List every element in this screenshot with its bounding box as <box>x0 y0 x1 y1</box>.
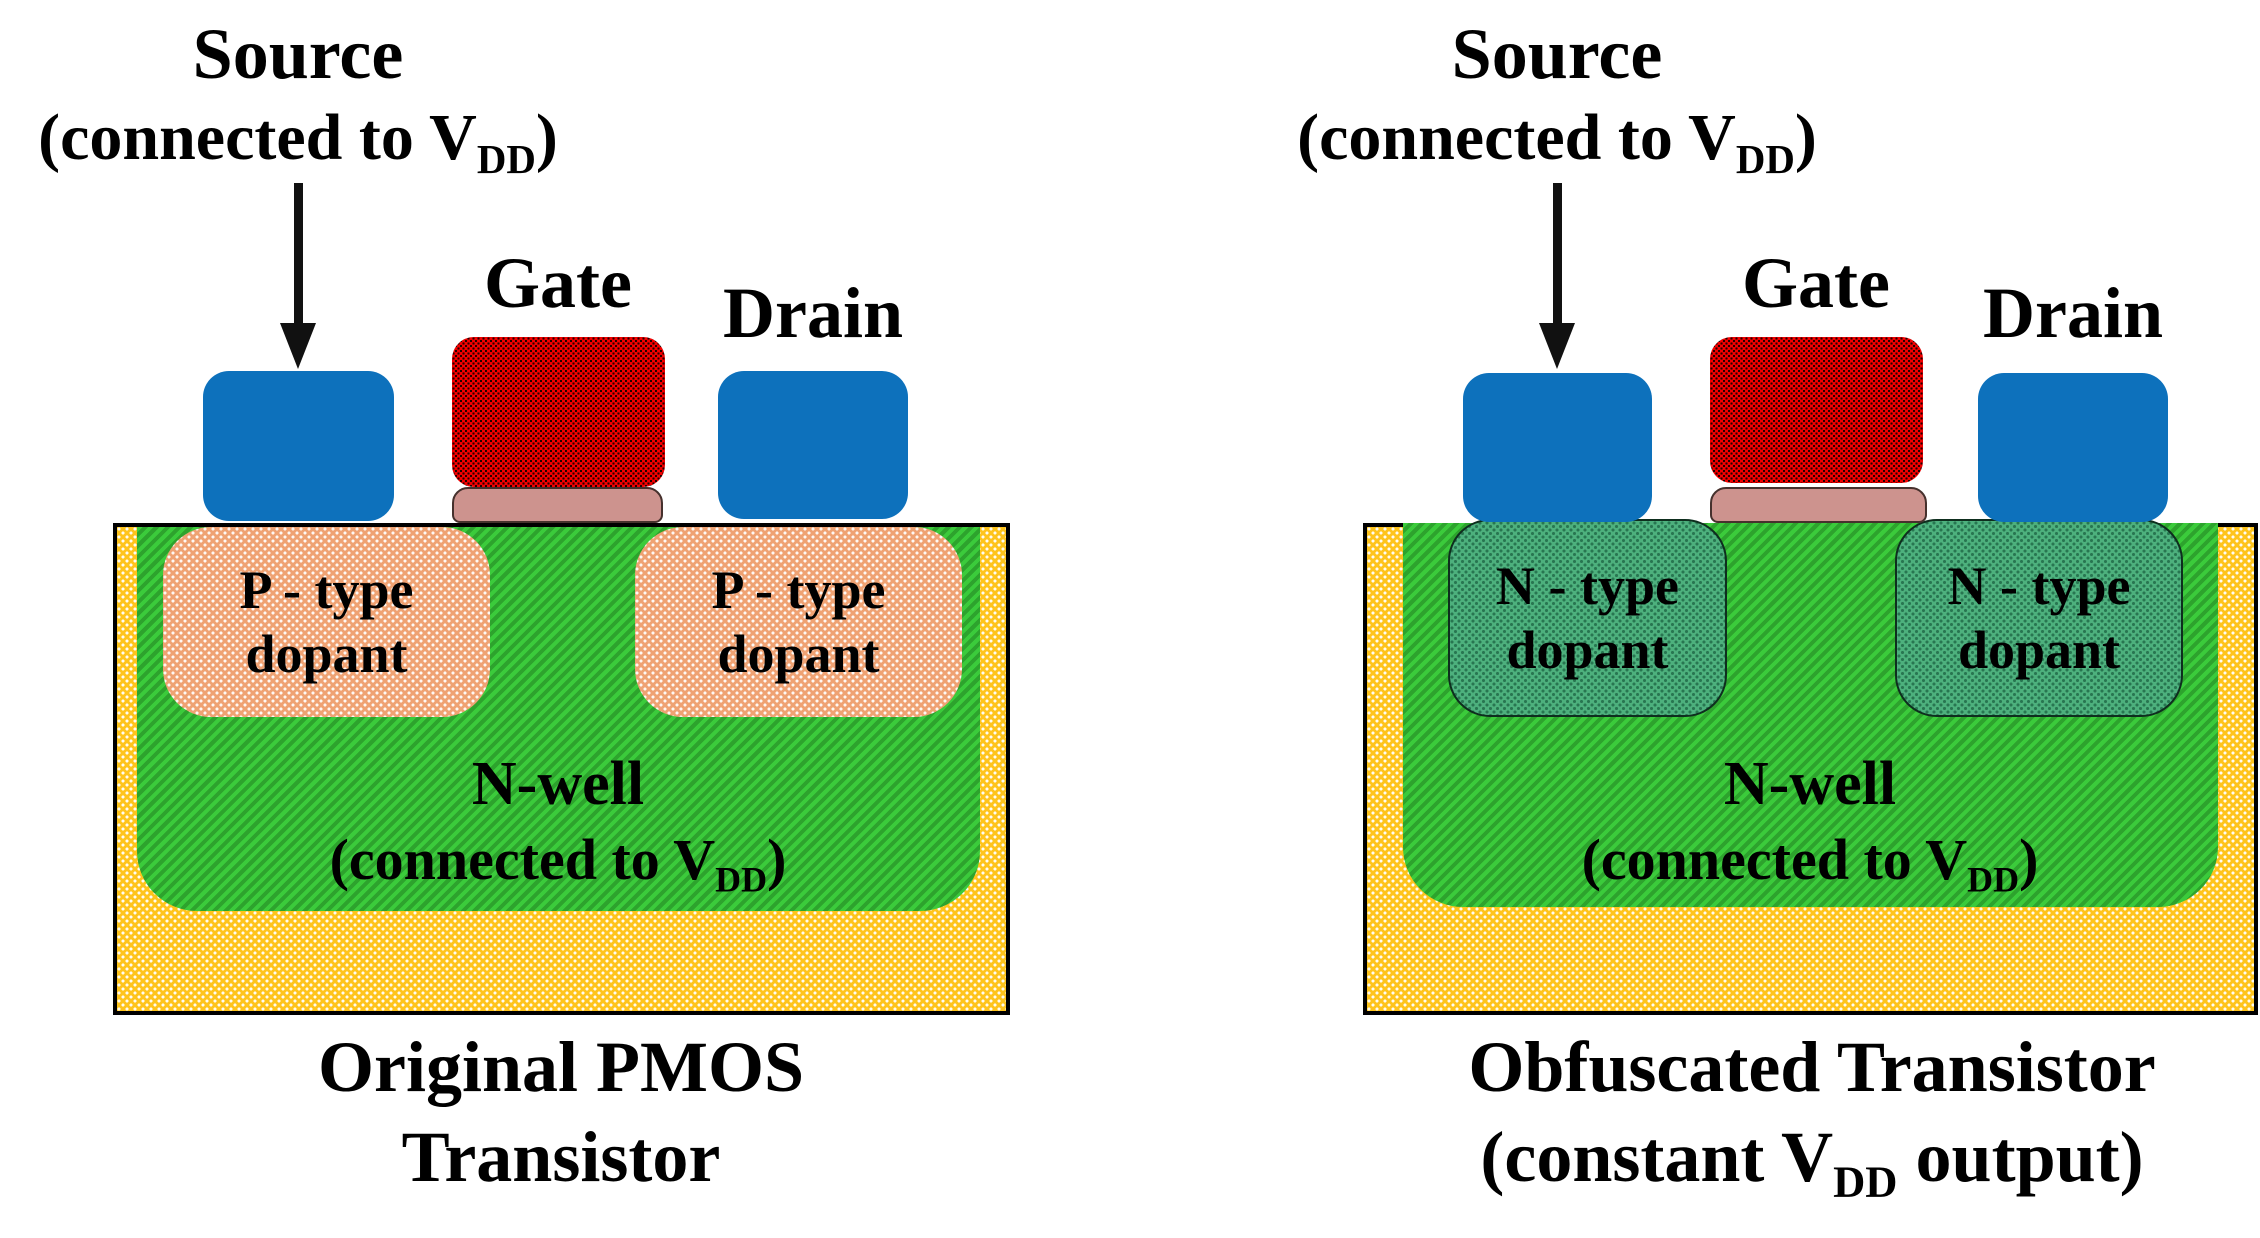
right-ndopant-drain-line1: N - type <box>1947 556 2131 616</box>
left-gate-electrode <box>452 337 665 487</box>
right-source-label-line1: Source <box>1451 14 1663 94</box>
right-drain-contact <box>1978 373 2168 522</box>
right-title: Obfuscated Transistor (constant VDD outp… <box>1412 1022 2212 1207</box>
left-source-label-line1: Source <box>192 14 404 94</box>
left-source-label: Source (connected to VDD) <box>28 12 568 180</box>
left-pdopant-drain-line1: P - type <box>711 560 886 620</box>
left-nwell-label-line2: (connected to VDD) <box>329 827 787 900</box>
right-source-arrow-head <box>1539 323 1575 369</box>
right-source-contact <box>1463 373 1652 522</box>
left-source-label-line2: (connected to VDD) <box>38 101 558 183</box>
right-title-line2: (constant VDD output) <box>1480 1117 2144 1207</box>
right-title-line1: Obfuscated Transistor <box>1468 1027 2156 1107</box>
right-gate-electrode <box>1710 337 1923 483</box>
left-pdopant-drain-line2: dopant <box>717 624 880 684</box>
left-pdopant-source-line2: dopant <box>245 624 408 684</box>
left-gate-label: Gate <box>484 243 632 323</box>
right-source-label-line2: (connected to VDD) <box>1297 101 1817 183</box>
right-ndopant-source: N - type dopant <box>1448 519 1727 717</box>
left-gate-oxide <box>452 487 663 523</box>
left-drain-label: Drain <box>723 273 903 353</box>
left-drain-contact <box>718 371 908 519</box>
left-title: Original PMOS Transistor <box>211 1022 911 1202</box>
left-source-arrow-line <box>294 183 303 325</box>
left-nwell-label: N-well (connected to VDD) <box>208 746 908 898</box>
right-ndopant-drain: N - type dopant <box>1895 519 2183 717</box>
left-pdopant-drain: P - type dopant <box>635 527 962 717</box>
right-ndopant-source-line1: N - type <box>1496 556 1679 616</box>
right-nwell-label-line1: N-well <box>1723 750 1897 818</box>
left-pdopant-source: P - type dopant <box>163 527 490 717</box>
right-ndopant-drain-line2: dopant <box>1957 620 2121 680</box>
right-gate-label: Gate <box>1742 243 1890 323</box>
left-source-contact <box>203 371 394 521</box>
left-title-line2: Transistor <box>401 1117 721 1197</box>
right-nwell-label: N-well (connected to VDD) <box>1460 746 2160 898</box>
right-source-label: Source (connected to VDD) <box>1287 12 1827 180</box>
right-nwell-label-line2: (connected to VDD) <box>1581 827 2039 900</box>
left-source-arrow-head <box>280 323 316 369</box>
left-pdopant-source-line1: P - type <box>239 560 414 620</box>
left-nwell-label-line1: N-well <box>471 750 645 818</box>
right-gate-oxide <box>1710 487 1927 523</box>
right-ndopant-source-line2: dopant <box>1506 620 1669 680</box>
right-source-arrow-line <box>1553 183 1562 325</box>
right-drain-label: Drain <box>1983 273 2163 353</box>
left-title-line1: Original PMOS <box>318 1027 804 1107</box>
